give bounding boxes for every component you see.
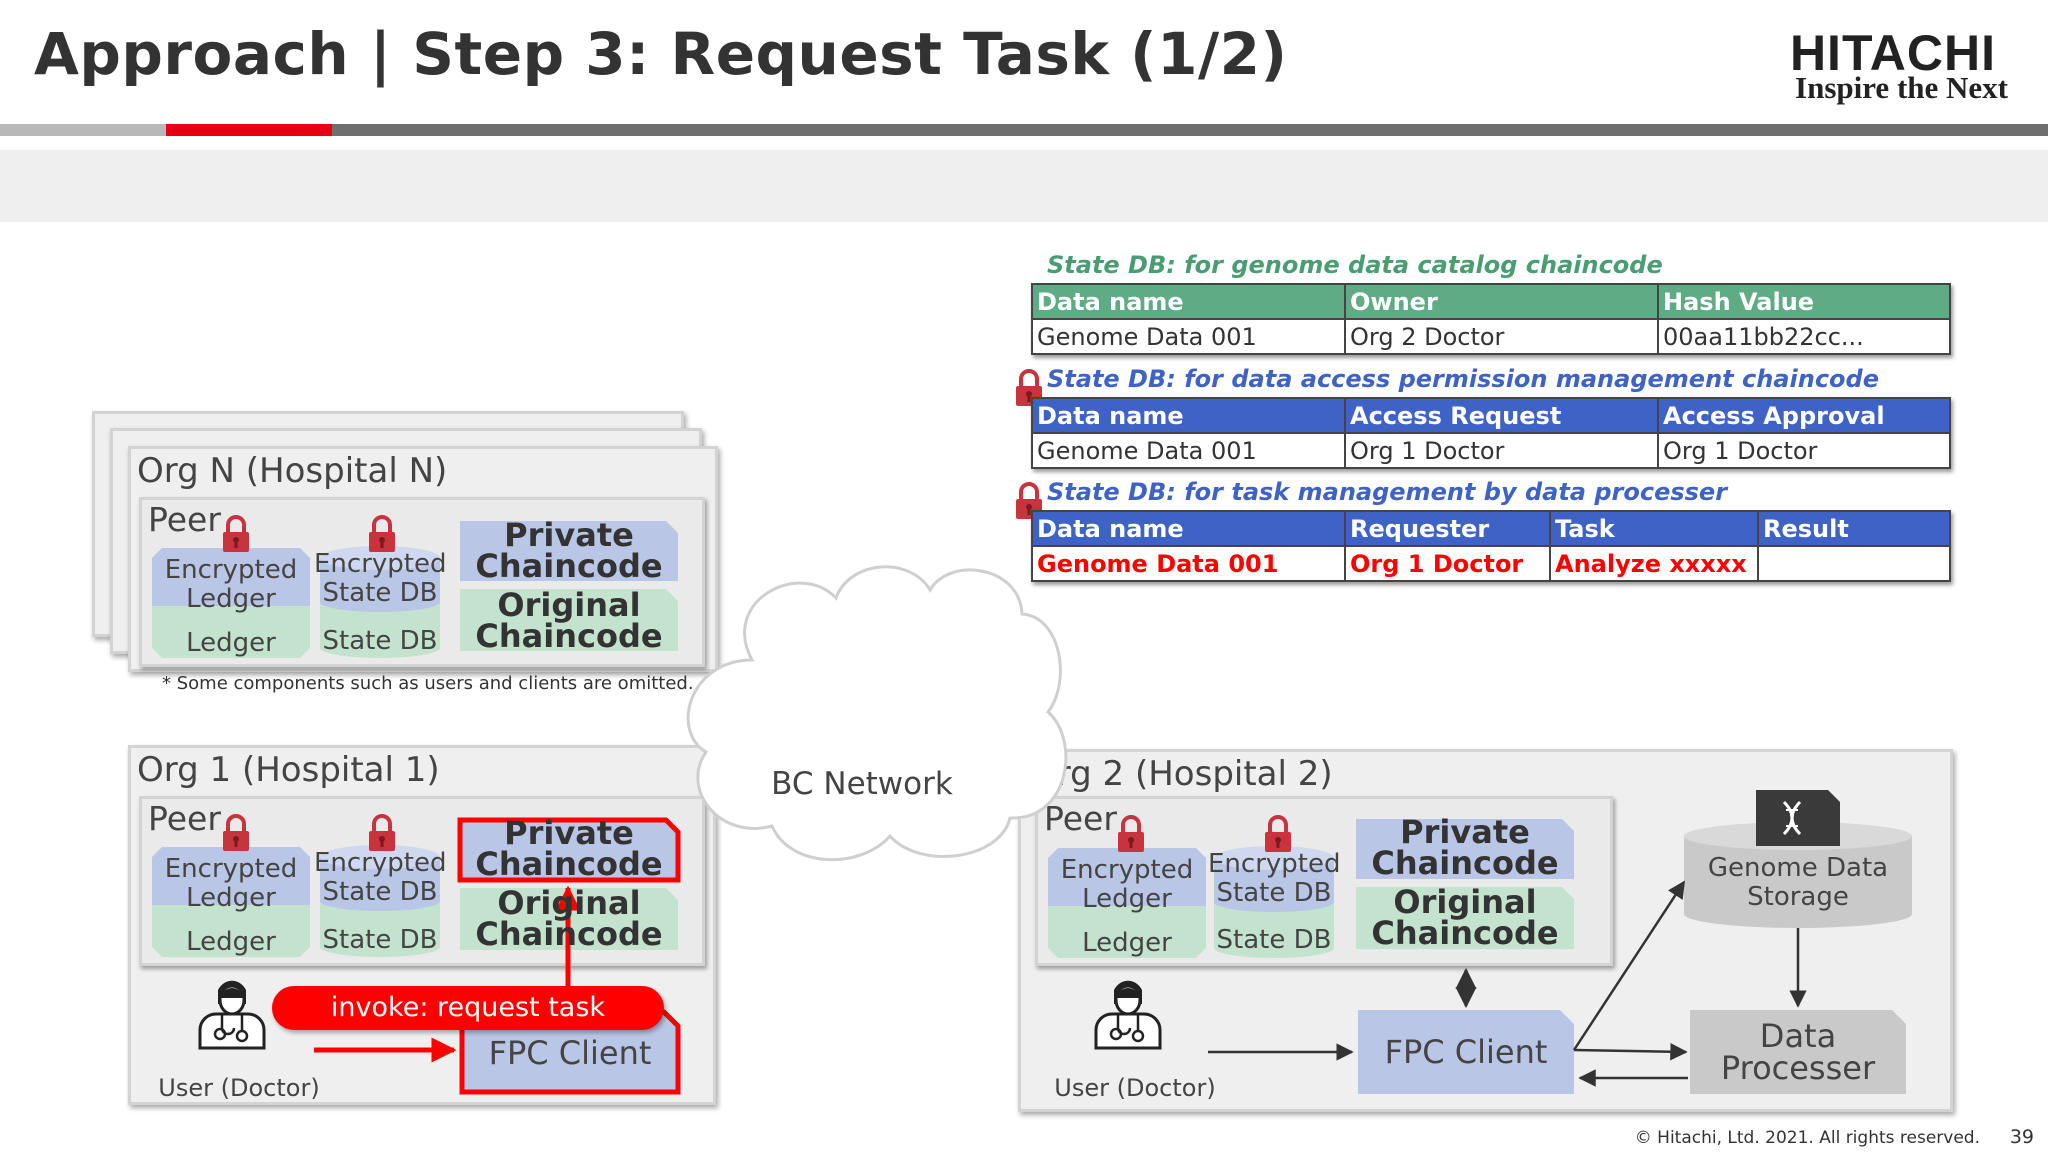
catalog-table-caption: State DB: for genome data catalog chainc…	[1047, 251, 1663, 279]
table-header-cell: Owner	[1344, 283, 1659, 320]
org-2-original-cc-label: Original Chaincode	[1371, 883, 1559, 952]
data-processer-shape	[1690, 1010, 1906, 1094]
header-rule-accent	[166, 124, 332, 136]
dna-file-icon	[1756, 790, 1840, 846]
table-cell: Analyze xxxxx	[1549, 545, 1759, 582]
table-row: Genome Data 001 Org 2 Doctor 00aa11bb22c…	[1031, 318, 1951, 355]
org-1-ledger-label: Ledger	[186, 927, 276, 957]
task-table: Data name Requester Task Result Genome D…	[1031, 510, 1951, 582]
org-n-encrypted-state-db-label: Encrypted State DB	[314, 549, 447, 608]
catalog-table: Data name Owner Hash Value Genome Data 0…	[1031, 283, 1951, 355]
data-processer-label: Data Processer	[1720, 1017, 1876, 1087]
org-2-ledger-label: Ledger	[1082, 928, 1172, 958]
slide-title: Approach | Step 3: Request Task (1/2)	[34, 20, 1288, 88]
org-1-ledger-lock-icon	[221, 814, 251, 853]
table-row: Genome Data 001 Org 1 Doctor Org 1 Docto…	[1031, 432, 1951, 469]
org-2-fpc-client[interactable]: FPC Client	[1384, 1033, 1548, 1071]
logo-tagline: Inspire the Next	[1795, 70, 2008, 105]
table-header-cell: Data name	[1031, 397, 1346, 434]
org-1-state-db-lock-icon	[367, 814, 397, 853]
invoke-request-task-label: invoke: request task	[272, 986, 664, 1030]
org-n-encrypted-ledger-label: Encrypted Ledger	[164, 555, 298, 614]
client-to-processer-arrow	[1573, 1042, 1688, 1061]
header-rule	[0, 124, 2048, 136]
table-cell: Org 1 Doctor	[1344, 545, 1551, 582]
org-1-title: Org 1 (Hospital 1)	[137, 750, 440, 790]
org-n-title: Org N (Hospital N)	[137, 451, 448, 491]
task-table-caption: State DB: for task management by data pr…	[1047, 478, 1728, 506]
table-header-cell: Access Approval	[1657, 397, 1951, 434]
org-2-ledger-lock-icon	[1116, 815, 1146, 854]
org-1-original-cc-label: Original Chaincode	[475, 884, 663, 953]
table-cell: 00aa11bb22cc...	[1657, 318, 1951, 355]
org-n-ledger-label: Ledger	[186, 628, 276, 658]
table-cell: Genome Data 001	[1031, 318, 1346, 355]
table-header-row: Data name Requester Task Result	[1031, 510, 1951, 547]
org-1-peer-label: Peer	[148, 799, 221, 838]
org-n-peer-label: Peer	[148, 500, 221, 539]
hitachi-logo: HITACHI	[1789, 25, 1996, 81]
bc-network-label: BC Network	[771, 766, 953, 802]
table-header-cell: Hash Value	[1657, 283, 1951, 320]
table-header-cell: Requester	[1344, 510, 1551, 547]
table-header-cell: Data name	[1031, 283, 1346, 320]
subtitle-band	[0, 150, 2048, 222]
client-to-storage-arrow	[1572, 880, 1686, 1051]
org-1-doctor-icon	[198, 979, 266, 1050]
org-2-title: Org 2 (Hospital 2)	[1030, 754, 1333, 794]
org-n-original-cc-label: Original Chaincode	[475, 586, 663, 655]
table-header-cell: Result	[1757, 510, 1951, 547]
org-1-encrypted-state-db-label: Encrypted State DB	[314, 848, 447, 907]
bc-network-cloud	[686, 565, 1068, 862]
table-cell: Genome Data 001	[1031, 545, 1346, 582]
page-number: 39	[2009, 1126, 2034, 1148]
org-2-private-cc-label: Private Chaincode	[1371, 813, 1559, 882]
org-1-state-db-label: State DB	[322, 925, 438, 955]
org-2-fpc-client-shape	[1358, 1010, 1574, 1094]
permission-table-caption: State DB: for data access permission man…	[1047, 365, 1879, 393]
header-rule-light	[0, 124, 166, 136]
org-n-state-db-label: State DB	[322, 626, 438, 656]
org-1-fpc-client[interactable]: FPC Client	[488, 1034, 652, 1072]
org-2-doctor-icon	[1094, 979, 1162, 1050]
org-n-ledger-lock-icon	[221, 515, 251, 554]
org-n-state-db-lock-icon	[367, 515, 397, 554]
table-header-row: Data name Owner Hash Value	[1031, 283, 1951, 320]
table-cell	[1757, 545, 1951, 582]
table-cell: Org 2 Doctor	[1344, 318, 1659, 355]
permission-table: Data name Access Request Access Approval…	[1031, 397, 1951, 469]
org-1-private-cc-highlight	[457, 817, 681, 883]
table-row: Genome Data 001 Org 1 Doctor Analyze xxx…	[1031, 545, 1951, 582]
table-cell: Org 1 Doctor	[1344, 432, 1659, 469]
table-cell: Org 1 Doctor	[1657, 432, 1951, 469]
org-2-peer-label: Peer	[1044, 799, 1117, 838]
omission-note: * Some components such as users and clie…	[162, 673, 694, 694]
org-1-user-label: User (Doctor)	[158, 1074, 320, 1102]
org-1-private-cc-label: Private Chaincode	[475, 814, 663, 883]
org-1-encrypted-ledger-label: Encrypted Ledger	[164, 854, 298, 913]
genome-data-storage-label: Genome Data Storage	[1707, 853, 1889, 912]
org-2-encrypted-state-db-label: Encrypted State DB	[1208, 849, 1341, 908]
org-n-private-cc-label: Private Chaincode	[475, 516, 663, 585]
org-2-user-label: User (Doctor)	[1054, 1074, 1216, 1102]
table-header-row: Data name Access Request Access Approval	[1031, 397, 1951, 434]
org-2-state-db-label: State DB	[1216, 925, 1332, 955]
table-cell: Genome Data 001	[1031, 432, 1346, 469]
copyright: © Hitachi, Ltd. 2021. All rights reserve…	[1634, 1128, 1980, 1148]
table-header-cell: Access Request	[1344, 397, 1659, 434]
org-2-state-db-lock-icon	[1263, 815, 1293, 854]
table-header-cell: Data name	[1031, 510, 1346, 547]
org-2-encrypted-ledger-label: Encrypted Ledger	[1060, 855, 1194, 914]
table-header-cell: Task	[1549, 510, 1759, 547]
